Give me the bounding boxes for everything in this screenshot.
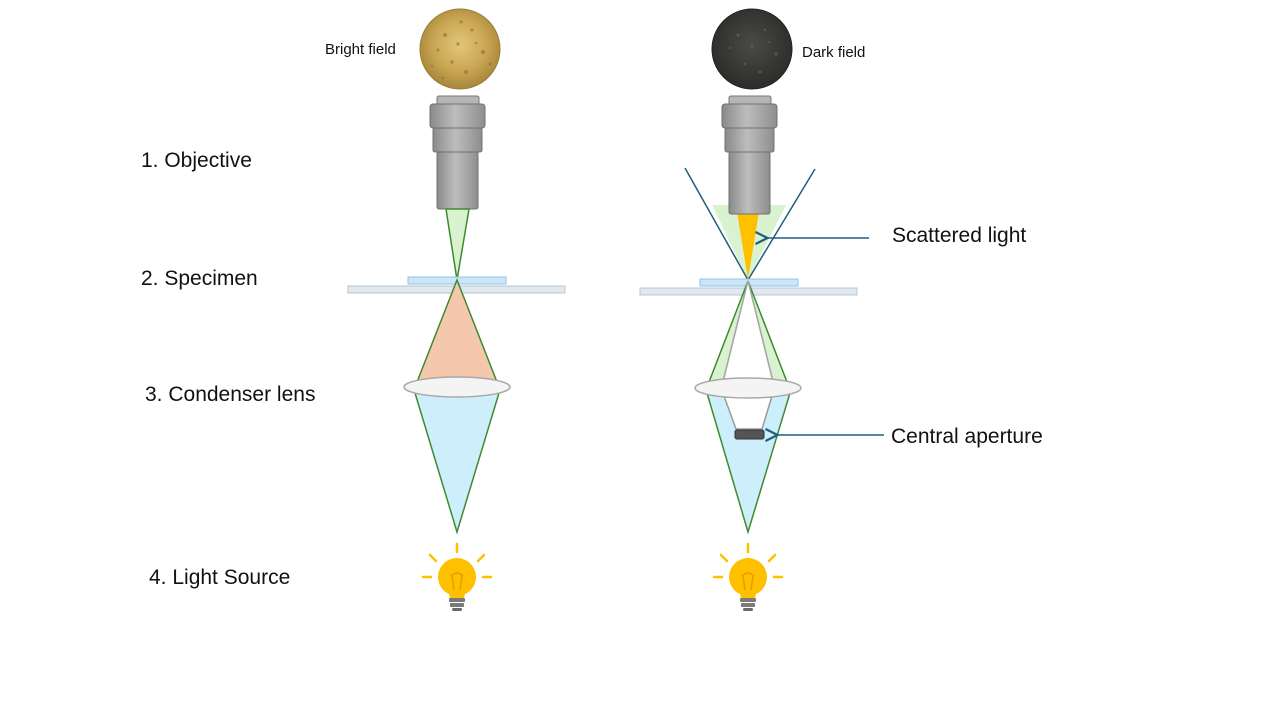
dark-field-setup: Dark field bbox=[639, 8, 884, 611]
dark-outgoing-ray-left bbox=[684, 167, 749, 281]
bright-field-sample-image bbox=[419, 8, 501, 90]
dark-field-sample-image bbox=[711, 8, 793, 90]
label-specimen: 2. Specimen bbox=[141, 267, 258, 290]
dark-objective-icon bbox=[721, 95, 778, 215]
dark-field-sample-texture bbox=[728, 28, 778, 74]
label-objective: 1. Objective bbox=[141, 149, 252, 172]
dark-scattered-light bbox=[737, 212, 759, 279]
bright-field-setup: Bright field bbox=[325, 8, 566, 611]
bright-objective-cone bbox=[445, 208, 470, 281]
label-central-aperture: Central aperture bbox=[891, 425, 1043, 448]
label-light-source: 4. Light Source bbox=[149, 566, 290, 589]
central-aperture-stop-icon bbox=[734, 429, 765, 440]
dark-condenser-lens-icon bbox=[694, 377, 802, 399]
bright-field-sample-texture bbox=[430, 20, 492, 80]
label-scattered-light: Scattered light bbox=[892, 224, 1026, 247]
label-condenser-lens: 3. Condenser lens bbox=[145, 383, 315, 406]
bright-light-bulb-icon bbox=[421, 542, 493, 611]
bright-specimen-cone bbox=[415, 277, 499, 383]
dark-light-bulb-icon bbox=[712, 542, 784, 611]
label-bright-field: Bright field bbox=[325, 41, 396, 58]
bright-condenser-lens-icon bbox=[403, 376, 511, 398]
label-dark-field: Dark field bbox=[802, 44, 865, 61]
bright-illumination-cone bbox=[413, 392, 501, 535]
dark-outgoing-ray-right bbox=[747, 168, 816, 281]
bright-objective-icon bbox=[429, 95, 486, 210]
